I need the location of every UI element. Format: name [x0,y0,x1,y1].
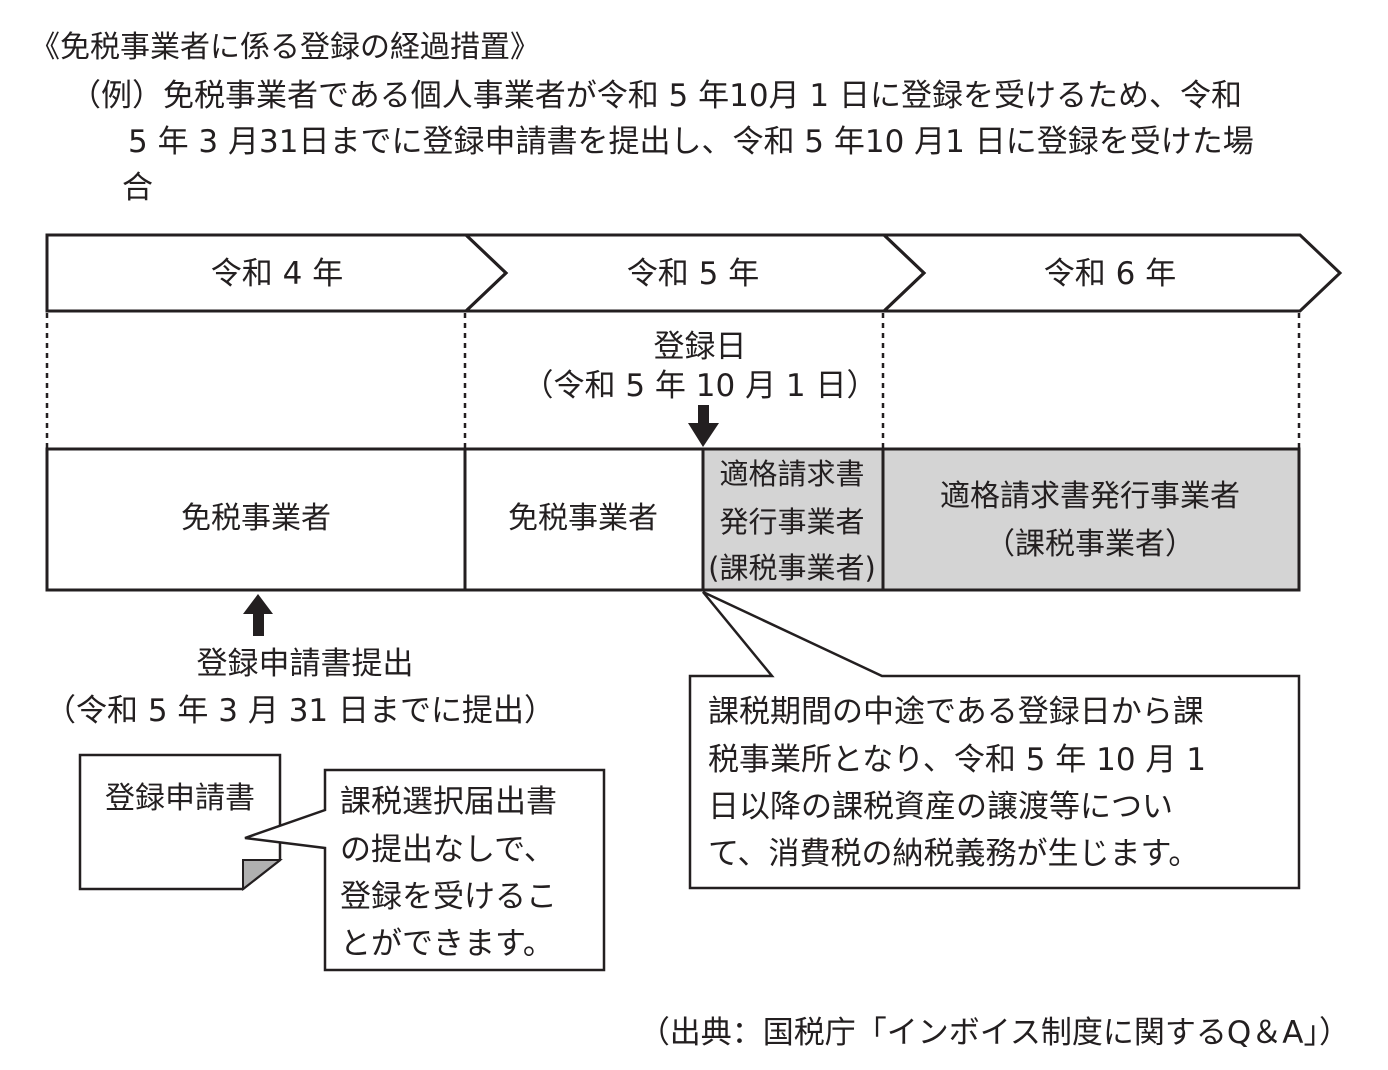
heading: 《免税事業者に係る登録の経過措置》 [30,30,540,65]
document-icon [78,753,283,892]
status-cell-1: 免税事業者 [181,501,331,536]
application-arrow [243,594,273,636]
year-label-1: 令和 4 年 [211,256,343,292]
source-citation: （出典：国税庁「インボイス制度に関するQ＆A」） [639,1015,1350,1051]
callout-line-1: 課税期間の中途である登録日から課 [708,694,1204,730]
example-line-1: （例）免税事業者である個人事業者が令和 5 年10月 1 日に登録を受けるため、… [70,78,1242,114]
shaded-cell-3 [703,449,883,590]
shaded-cell-4 [883,449,1299,590]
status-cell-4-line-2: （課税事業者） [985,527,1195,562]
speech-bubble [244,768,606,972]
year-label-2: 令和 5 年 [627,256,759,292]
bubble-line-4: とができます。 [340,926,554,962]
example-line-2: 5 年 3 月31日までに登録申請書を提出し、令和 5 年10 月1 日に登録を… [128,124,1254,160]
example-line-3: 合 [122,170,153,206]
bubble-line-1: 課税選択届出書 [340,784,557,820]
year-label-3: 令和 6 年 [1044,256,1176,292]
registration-date-value: （令和 5 年 10 月 1 日） [522,368,877,404]
registration-arrow [688,405,719,447]
status-cell-3-line-3: (課税事業者) [708,551,876,585]
year-arrow-3 [880,233,1343,313]
callout-line-3: 日以降の課税資産の譲渡等につい [708,789,1173,825]
status-cell-2: 免税事業者 [508,501,658,536]
status-cell-3-line-1: 適格請求書 [719,457,864,491]
status-cell-4-line-1: 適格請求書発行事業者 [940,479,1240,514]
callout-line-4: て、消費税の納税義務が生じます。 [708,836,1199,872]
application-note: （令和 5 年 3 月 31 日までに提出） [45,693,555,729]
application-label: 登録申請書提出 [197,646,414,682]
callout-box [688,590,1301,890]
callout-line-2: 税事業所となり、令和 5 年 10 月 1 [708,742,1206,778]
registration-date-label: 登録日 [654,329,747,365]
status-row-frame [45,447,1301,592]
bubble-line-2: の提出なしで、 [340,832,555,868]
document-label: 登録申請書 [105,781,255,816]
bubble-line-3: 登録を受けるこ [340,879,557,915]
status-cell-3-line-2: 発行事業者 [719,505,864,539]
